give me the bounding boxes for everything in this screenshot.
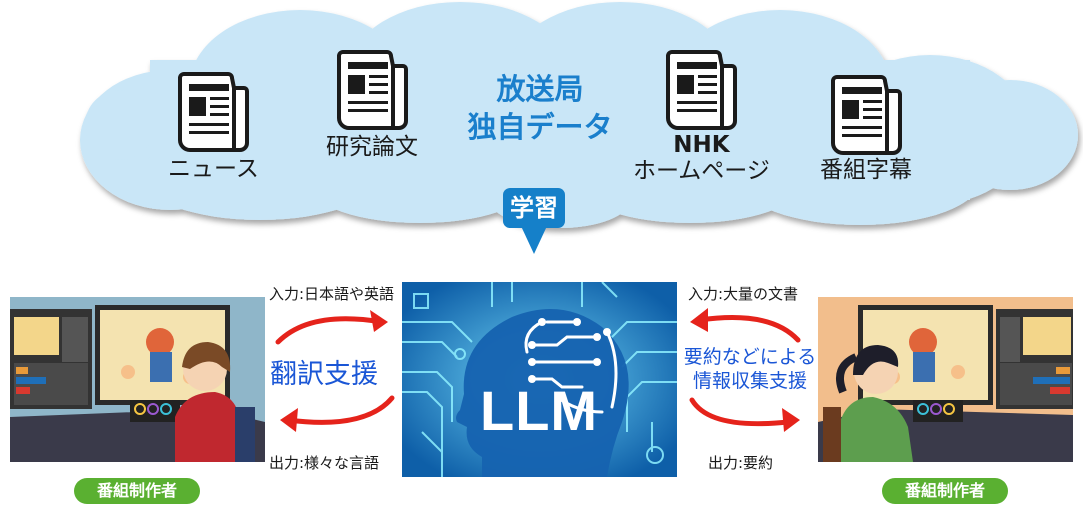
cloud-item-label-line-1: NHK: [673, 132, 730, 158]
newspaper-icon: [336, 50, 408, 130]
producer-badge-right: 番組制作者: [882, 478, 1008, 504]
learning-badge: 学習: [503, 188, 565, 228]
producer-illustration-right: [818, 297, 1073, 462]
support-line-1: 要約などによる: [683, 346, 817, 368]
editing-desk-illustration: [818, 297, 1073, 462]
learning-badge-pointer: [521, 226, 547, 254]
llm-label: LLM: [480, 379, 599, 442]
info-gathering-support-label: 要約などによる 情報収集支援: [680, 345, 820, 393]
translation-arrows: [275, 310, 395, 432]
cloud-item-label: ニュース: [168, 156, 259, 182]
newspaper-icon: [177, 72, 249, 152]
broadcaster-data-title: 放送局 独自データ: [460, 70, 620, 146]
cloud-item-label-line-2: ホームページ: [633, 158, 770, 184]
cloud-item-nhk-homepage: NHK ホームページ: [633, 50, 770, 184]
arrow-left-icon: [280, 408, 298, 432]
producer-illustration-left: [10, 297, 265, 462]
cloud-item-news: ニュース: [168, 72, 259, 182]
title-line-2: 独自データ: [467, 110, 613, 144]
editing-desk-illustration: [10, 297, 265, 462]
cloud-item-label: 番組字幕: [820, 157, 912, 183]
left-output-label: 出力:様々な言語: [269, 454, 380, 472]
data-cloud: [80, 2, 1078, 228]
producer-badge-left: 番組制作者: [74, 478, 200, 504]
newspaper-icon: [830, 75, 902, 155]
cloud-item-research-papers: 研究論文: [326, 50, 418, 160]
summary-arrows: [689, 308, 801, 432]
arrow-left-icon: [690, 308, 708, 332]
llm-panel: LLM: [402, 282, 677, 477]
cloud-item-program-subtitles: 番組字幕: [820, 75, 912, 183]
support-line-2: 情報収集支援: [692, 370, 807, 392]
newspaper-icon: [665, 50, 737, 130]
right-input-label: 入力:大量の文書: [688, 285, 799, 303]
arrow-right-icon: [782, 408, 800, 432]
cloud-item-label: 研究論文: [326, 134, 418, 160]
title-line-1: 放送局: [496, 72, 584, 106]
left-input-label: 入力:日本語や英語: [269, 285, 395, 303]
right-output-label: 出力:要約: [708, 454, 774, 472]
translation-support-label: 翻訳支援: [270, 359, 378, 390]
arrow-right-icon: [370, 310, 388, 332]
circuit-head-illustration: [402, 282, 677, 477]
